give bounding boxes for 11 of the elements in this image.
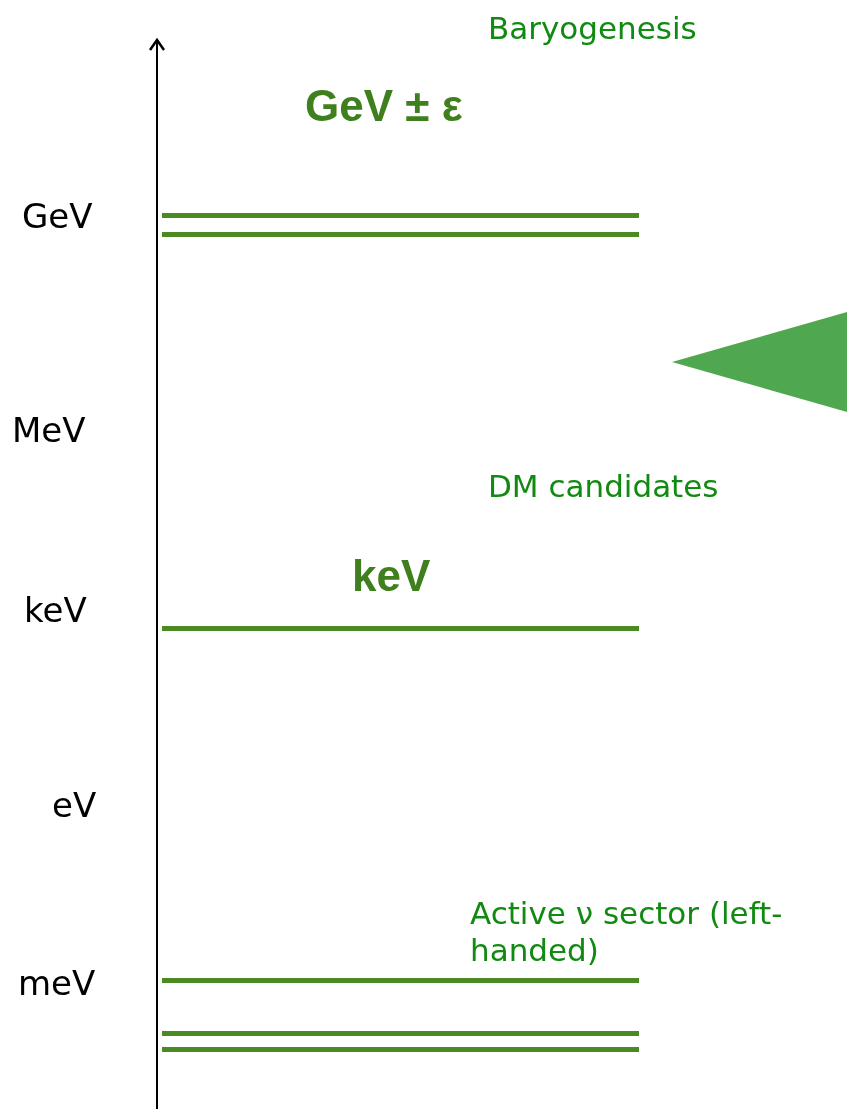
- group-label: Baryogenesis: [488, 10, 697, 48]
- level-value: keV: [352, 550, 431, 602]
- group-label: Active ν sector (left-handed): [470, 895, 784, 970]
- axis-tick-label: meV: [18, 963, 96, 1004]
- axis-tick-label: keV: [24, 590, 87, 631]
- axis-tick-label: GeV: [22, 196, 93, 237]
- level-value: GeV ± ε: [305, 80, 463, 132]
- group-label: DM candidates: [488, 468, 719, 506]
- axis-tick-label: eV: [52, 785, 97, 826]
- pointer-triangle: [672, 312, 847, 412]
- axis-tick-label: MeV: [12, 410, 86, 451]
